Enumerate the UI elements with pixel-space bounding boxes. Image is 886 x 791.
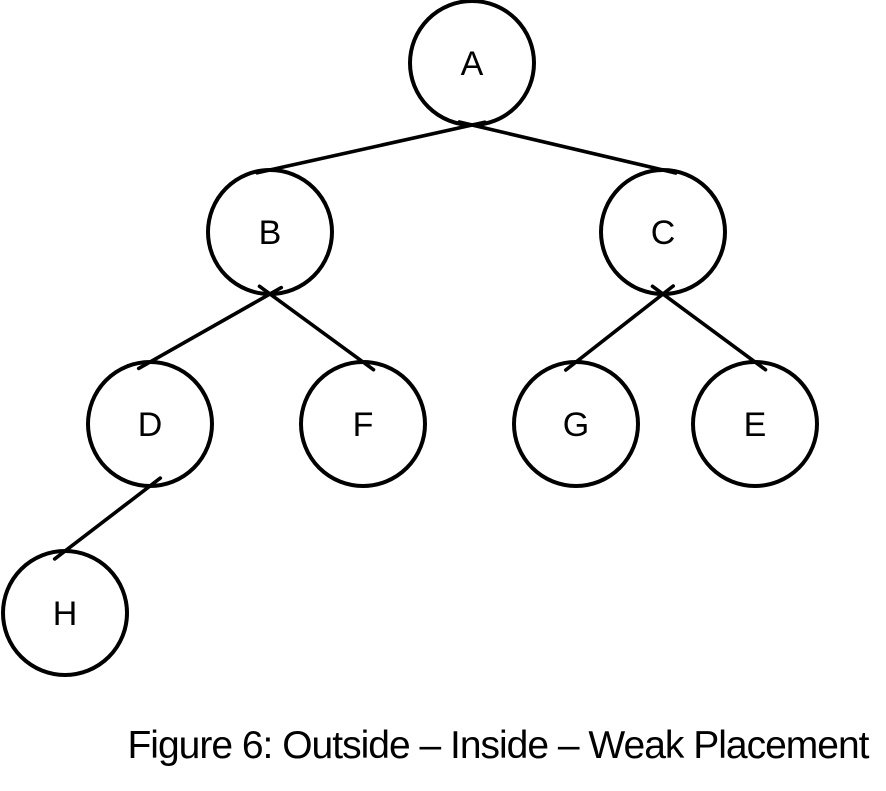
tree-edge-C-E	[650, 284, 768, 372]
tree-edge-A-B	[255, 120, 487, 175]
figure-caption: Figure 6: Outside – Inside – Weak Placem…	[127, 724, 869, 767]
tree-edge-D-H	[52, 476, 163, 561]
tree-edge-B-F	[257, 284, 376, 372]
tree-nodes-layer	[1, 0, 819, 677]
tree-node-label-E: E	[744, 406, 767, 444]
tree-node-label-F: F	[353, 406, 374, 444]
tree-node-label-H: H	[53, 595, 78, 633]
tree-node-label-B: B	[259, 214, 282, 252]
tree-node-label-G: G	[563, 406, 589, 444]
tree-edge-B-D	[136, 285, 284, 371]
tree-labels-layer: A B C D F G E H	[53, 45, 767, 633]
tree-edges-layer	[52, 120, 768, 561]
tree-node-label-C: C	[651, 214, 676, 252]
tree-edge-C-G	[563, 284, 676, 372]
tree-edge-A-C	[457, 120, 678, 175]
tree-node-label-A: A	[461, 45, 484, 83]
tree-node-label-D: D	[138, 406, 163, 444]
